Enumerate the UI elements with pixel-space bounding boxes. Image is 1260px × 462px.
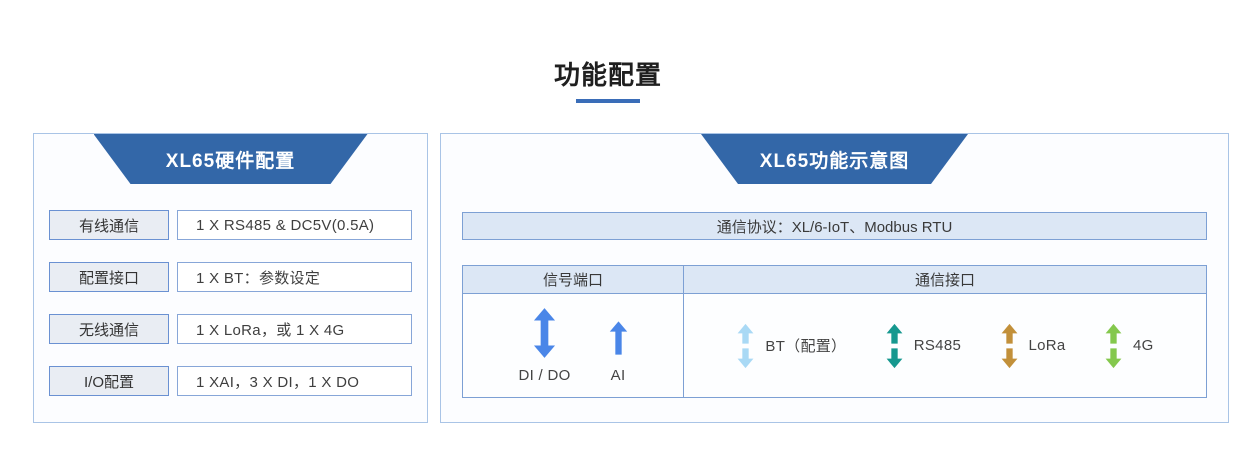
comm-item-lora: LoRa xyxy=(1000,318,1066,374)
row-label: 有线通信 xyxy=(49,210,169,240)
hardware-config-rows: 有线通信 1 X RS485 & DC5V(0.5A) 配置接口 1 X BT：… xyxy=(34,184,427,396)
signal-item-label: AI xyxy=(610,367,626,384)
hardware-row-wired: 有线通信 1 X RS485 & DC5V(0.5A) xyxy=(49,210,412,240)
row-label: 配置接口 xyxy=(49,262,169,292)
row-label: I/O配置 xyxy=(49,366,169,396)
hardware-config-header-label: XL65硬件配置 xyxy=(165,150,296,172)
comm-item-label: RS485 xyxy=(913,337,962,354)
function-table: 信号端口 通信接口 DI / DO AI xyxy=(462,265,1207,398)
row-value: 1 XAI，3 X DI，1 X DO xyxy=(177,366,412,396)
row-value: 1 X RS485 & DC5V(0.5A) xyxy=(177,210,412,240)
signal-port-header: 信号端口 xyxy=(463,266,683,293)
protocol-bar: 通信协议：XL/6-IoT、Modbus RTU xyxy=(462,212,1207,240)
function-diagram-panel: XL65功能示意图 通信协议：XL/6-IoT、Modbus RTU 信号端口 … xyxy=(440,133,1229,423)
row-label: 无线通信 xyxy=(49,314,169,344)
hardware-row-wireless: 无线通信 1 X LoRa，或 1 X 4G xyxy=(49,314,412,344)
hardware-config-header: XL65硬件配置 xyxy=(94,134,368,184)
hardware-config-panel: XL65硬件配置 有线通信 1 X RS485 & DC5V(0.5A) 配置接… xyxy=(33,133,428,423)
title-underline xyxy=(575,99,640,103)
comm-item-label: LoRa xyxy=(1028,337,1066,354)
function-diagram-header: XL65功能示意图 xyxy=(701,134,968,184)
hardware-row-io: I/O配置 1 XAI，3 X DI，1 X DO xyxy=(49,366,412,396)
lora-split-arrow-icon xyxy=(1001,323,1017,368)
comm-item-rs485: RS485 xyxy=(885,318,961,374)
page-title: 功能配置 xyxy=(553,60,663,90)
row-value: 1 X LoRa，或 1 X 4G xyxy=(177,314,412,344)
comm-item-4g: 4G xyxy=(1104,318,1154,374)
function-diagram-header-label: XL65功能示意图 xyxy=(759,150,910,172)
signal-port-cell: DI / DO AI xyxy=(463,294,683,397)
ai-up-arrow-icon xyxy=(609,321,627,355)
function-diagram-content: 通信协议：XL/6-IoT、Modbus RTU 信号端口 通信接口 DI / … xyxy=(441,212,1228,398)
comm-interface-cell: BT（配置） RS485 LoRa xyxy=(684,294,1206,397)
rs485-split-arrow-icon xyxy=(886,323,903,368)
signal-item-ai: AI xyxy=(609,317,628,384)
comm-item-label: BT（配置） xyxy=(765,338,847,355)
4g-split-arrow-icon xyxy=(1105,323,1122,368)
row-value: 1 X BT：参数设定 xyxy=(177,262,412,292)
comm-item-label: 4G xyxy=(1132,337,1154,354)
bt-split-arrow-icon xyxy=(737,323,754,368)
comm-item-bt: BT（配置） xyxy=(736,318,846,374)
page-title-block: 功能配置 xyxy=(554,55,662,103)
di-do-double-arrow-icon xyxy=(533,308,556,358)
signal-item-label: DI / DO xyxy=(518,367,571,384)
comm-interface-header: 通信接口 xyxy=(684,266,1206,293)
signal-item-dido: DI / DO xyxy=(518,307,570,384)
hardware-row-config-interface: 配置接口 1 X BT：参数设定 xyxy=(49,262,412,292)
